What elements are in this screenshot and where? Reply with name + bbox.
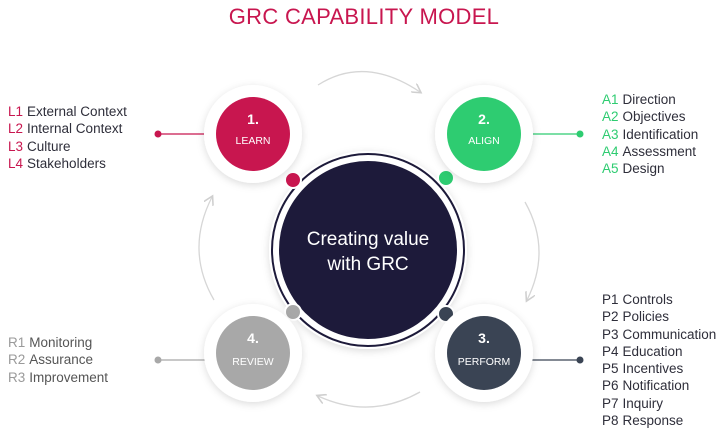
center-circle bbox=[279, 161, 457, 339]
stage-learn-label: LEARN bbox=[235, 135, 270, 147]
stage-review-number: 4. bbox=[247, 330, 259, 346]
center-text-line1: Creating value bbox=[307, 229, 430, 250]
stage-review: 4. REVIEW bbox=[204, 304, 302, 402]
center-ring-stroke bbox=[271, 153, 465, 347]
center-text-line2: with GRC bbox=[326, 254, 408, 275]
cycle-arrow-review-to-learn bbox=[198, 197, 215, 301]
page-title: GRC CAPABILITY MODEL bbox=[228, 4, 500, 29]
stage-perform-label: PERFORM bbox=[458, 356, 511, 368]
learn-ring-dot bbox=[284, 171, 302, 189]
stage-review-label: REVIEW bbox=[232, 356, 274, 368]
stage-learn-number: 1. bbox=[247, 111, 259, 127]
learn-connector-dot bbox=[154, 130, 162, 138]
align-ring-dot bbox=[437, 169, 455, 187]
review-ring-dot bbox=[284, 303, 302, 321]
align-connector-dot bbox=[576, 130, 584, 138]
stage-align-label: ALIGN bbox=[468, 135, 500, 147]
stage-perform: 3. PERFORM bbox=[435, 304, 533, 402]
review-connector-dot bbox=[154, 356, 162, 364]
stage-align-number: 2. bbox=[478, 111, 490, 127]
cycle-arrow-perform-to-review bbox=[318, 391, 421, 408]
stage-learn: 1. LEARN bbox=[204, 85, 302, 183]
stage-align: 2. ALIGN bbox=[435, 85, 533, 183]
cycle-arrow-align-to-perform bbox=[524, 201, 540, 300]
perform-connector-dot bbox=[576, 356, 584, 364]
cycle-arrow-learn-to-align bbox=[317, 70, 420, 92]
stage-perform-number: 3. bbox=[478, 330, 490, 346]
